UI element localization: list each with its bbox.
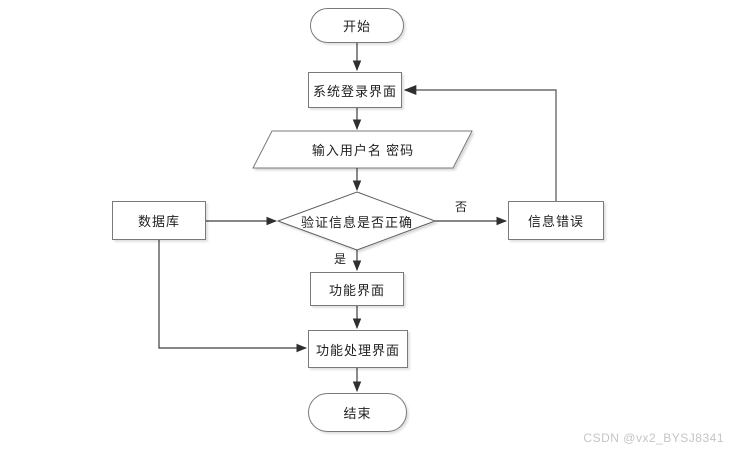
node-login-label: 系统登录界面	[312, 83, 397, 99]
watermark-text: CSDN @vx2_BYSJ8341	[583, 431, 724, 445]
edge-label-no: 否	[455, 200, 468, 214]
node-info-error: 信息错误	[508, 201, 604, 240]
node-info-error-label: 信息错误	[527, 214, 584, 229]
node-start: 开始	[310, 8, 404, 43]
node-function-label: 功能界面	[328, 282, 385, 298]
node-process-label: 功能处理界面	[315, 342, 400, 358]
node-input-label: 输入用户名 密码	[311, 143, 415, 158]
node-login-screen: 系统登录界面	[308, 72, 402, 108]
node-end-label: 结束	[343, 406, 372, 421]
node-function-processing-screen: 功能处理界面	[308, 330, 408, 368]
edge-label-yes: 是	[334, 252, 347, 266]
node-end: 结束	[308, 393, 407, 432]
node-function-screen: 功能界面	[310, 272, 404, 306]
node-input-username-password: 输入用户名 密码	[253, 131, 473, 168]
node-database-label: 数据库	[137, 214, 180, 229]
edge-error-login-loop	[403, 84, 557, 201]
node-verify-label: 验证信息是否正确	[300, 214, 413, 230]
node-verify-decision: 验证信息是否正确	[279, 192, 435, 250]
node-start-label: 开始	[342, 19, 371, 34]
edge-database-process	[158, 240, 308, 353]
input-parallelogram-shape	[252, 130, 473, 169]
node-database: 数据库	[112, 201, 206, 240]
